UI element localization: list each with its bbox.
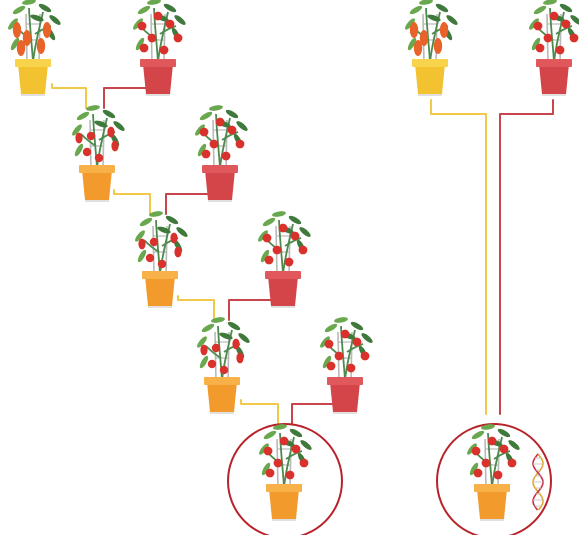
dna-helix-icon [532, 453, 544, 511]
plant-pot-icon [72, 105, 125, 202]
connector-red-long [499, 99, 554, 415]
plant-pot-icon [133, 0, 186, 96]
plant-pot-icon [320, 317, 373, 414]
connector-yellow [51, 83, 87, 109]
connector-yellow [177, 295, 215, 321]
plant-pot-icon [195, 105, 248, 202]
selection-circle [436, 423, 552, 535]
plant-pot-icon [258, 211, 311, 308]
selection-circle [227, 423, 343, 535]
plant-pot-icon [135, 211, 188, 308]
connector-yellow-long [430, 99, 487, 415]
plant-pot-icon [467, 424, 520, 521]
plant-pot-icon [529, 0, 579, 96]
connector-yellow [113, 189, 151, 215]
plant-pot-icon [8, 0, 61, 96]
plant-pot-icon [259, 424, 312, 521]
connector-yellow [240, 399, 279, 425]
plant-pot-icon [405, 0, 458, 96]
plant-pot-icon [197, 317, 250, 414]
